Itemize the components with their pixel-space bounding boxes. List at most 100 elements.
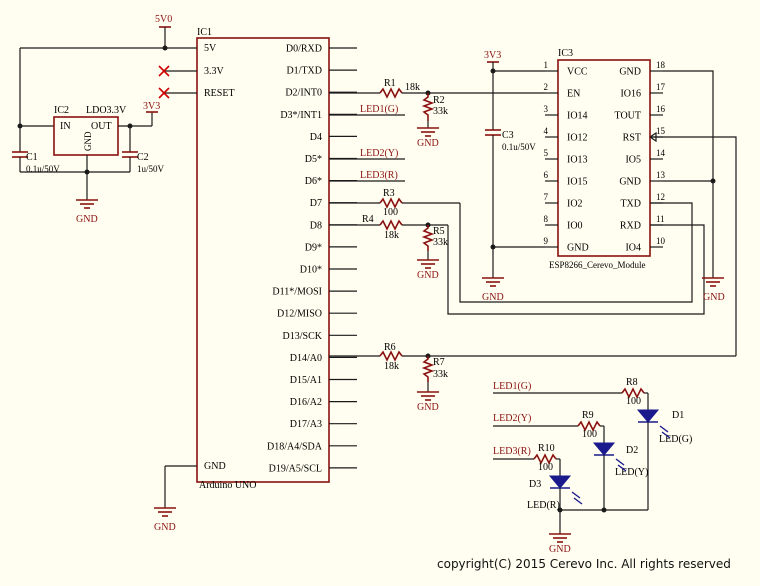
ic2-pin-out: OUT bbox=[91, 121, 112, 132]
ic3-right-pin-4: IO5 bbox=[625, 155, 641, 166]
gnd-symbol-leds bbox=[549, 533, 571, 543]
ic3-right-num-6: 12 bbox=[656, 192, 665, 202]
ic1-ref: IC1 bbox=[197, 27, 212, 38]
net-led2-ic1: LED2(Y) bbox=[360, 148, 398, 159]
c2-value: 1u/50V bbox=[137, 164, 165, 174]
ic3-left-pin-2: IO14 bbox=[567, 111, 588, 122]
r3-ref: R3 bbox=[383, 188, 395, 199]
ic1-pin-14: D14/A0 bbox=[290, 353, 322, 364]
ic3-left-pin-4: IO13 bbox=[567, 155, 588, 166]
gnd-symbol-r2 bbox=[417, 127, 439, 137]
c3-ref: C3 bbox=[502, 130, 514, 141]
ic3-left-num-8: 9 bbox=[544, 236, 549, 246]
power-5v0-label: 5V0 bbox=[155, 14, 172, 25]
net-led2-led: LED2(Y) bbox=[493, 413, 531, 424]
gnd-label-r5: GND bbox=[417, 270, 439, 281]
nc-mark-3v3 bbox=[158, 65, 170, 77]
d1-value: LED(G) bbox=[659, 434, 692, 445]
r10-value: 100 bbox=[538, 462, 553, 473]
ic1-pin-reset: RESET bbox=[204, 88, 235, 99]
ic2-pin-in: IN bbox=[60, 121, 71, 132]
c2-ref: C2 bbox=[137, 152, 149, 163]
ic3-right-pin-3: RST bbox=[623, 133, 641, 144]
ic1-right-pins: D0/RXDD1/TXDD2/INT0D3*/INT1D4D5*D6*D7D8D… bbox=[267, 44, 357, 474]
r8-value: 100 bbox=[626, 396, 641, 407]
gnd-label-r7: GND bbox=[417, 402, 439, 413]
gnd-label-esp-left: GND bbox=[482, 292, 504, 303]
ic3-left-pin-1: EN bbox=[567, 89, 580, 100]
gnd-label-esp-right: GND bbox=[703, 292, 725, 303]
r2-ref: R2 bbox=[433, 95, 445, 106]
ic3-right-num-2: 16 bbox=[656, 104, 666, 114]
ic3-right-pin-5: GND bbox=[619, 177, 641, 188]
ic1-pin-0: D0/RXD bbox=[286, 44, 322, 55]
r2-value: 33k bbox=[433, 106, 448, 117]
ic3-left-num-6: 7 bbox=[544, 192, 549, 202]
resistor-r6 bbox=[379, 350, 403, 362]
ic1-pin-16: D16/A2 bbox=[290, 397, 322, 408]
ic3-left-num-4: 5 bbox=[544, 148, 549, 158]
c1-ref: C1 bbox=[26, 152, 38, 163]
r8-ref: R8 bbox=[626, 377, 638, 388]
ic1-name: Arduino UNO bbox=[199, 480, 257, 491]
gnd-symbol-esp-left bbox=[482, 277, 504, 287]
resistor-r8 bbox=[621, 387, 645, 399]
led-d3 bbox=[548, 475, 572, 489]
net-led1-led: LED1(G) bbox=[493, 381, 531, 392]
ic1-pin-19: D19/A5/SCL bbox=[269, 463, 322, 474]
ic1-pin-6: D6* bbox=[305, 176, 322, 187]
gnd-label-r2: GND bbox=[417, 138, 439, 149]
d2-value: LED(Y) bbox=[615, 467, 648, 478]
r7-ref: R7 bbox=[433, 357, 445, 368]
resistor-r7 bbox=[421, 356, 435, 382]
gnd-symbol-esp-right bbox=[702, 277, 724, 287]
gnd-label-leds: GND bbox=[549, 544, 571, 555]
ic3-left-num-3: 4 bbox=[544, 126, 549, 136]
ic2-ref: IC2 bbox=[54, 105, 69, 116]
net-led3-ic1: LED3(R) bbox=[360, 170, 398, 181]
ic3-right-pin-7: RXD bbox=[620, 221, 641, 232]
ic1-pin-13: D13/SCK bbox=[283, 331, 323, 342]
resistor-r2 bbox=[421, 93, 435, 121]
ic3-left-num-1: 2 bbox=[544, 82, 549, 92]
r9-ref: R9 bbox=[582, 410, 594, 421]
ic1-pin-8: D8 bbox=[310, 220, 322, 231]
ic1-pin-12: D12/MISO bbox=[277, 309, 322, 320]
ic3-left-pin-0: VCC bbox=[567, 67, 588, 78]
ic1-pin-3v3: 3.3V bbox=[204, 66, 225, 77]
ic3-name: ESP8266_Cerevo_Module bbox=[549, 260, 646, 270]
ic1-pin-5: D5* bbox=[305, 154, 322, 165]
ic3-body bbox=[557, 59, 651, 257]
ic3-right-num-1: 17 bbox=[656, 82, 666, 92]
nc-mark-reset bbox=[158, 87, 170, 99]
ic2-pin-gnd: GND bbox=[83, 131, 93, 151]
c1-value: 0.1u/50V bbox=[26, 164, 60, 174]
net-led1-ic1: LED1(G) bbox=[360, 104, 398, 115]
ic3-left-pin-8: GND bbox=[567, 243, 589, 254]
gnd-symbol-r5 bbox=[417, 259, 439, 269]
ic1-pin-3: D3*/INT1 bbox=[280, 110, 322, 121]
ic1-pin-18: D18/A4/SDA bbox=[267, 441, 323, 452]
resistor-r10 bbox=[533, 453, 557, 465]
gnd-label-ldo: GND bbox=[76, 214, 98, 225]
gnd-symbol-ldo bbox=[76, 199, 98, 209]
ic1-body bbox=[196, 37, 330, 483]
ic3-right-num-5: 13 bbox=[656, 170, 666, 180]
ic3-right-num-3: 15 bbox=[656, 126, 666, 136]
power-3v3-esp-label: 3V3 bbox=[484, 50, 501, 61]
ic3-left-pin-5: IO15 bbox=[567, 177, 588, 188]
ic1-pin-17: D17/A3 bbox=[290, 419, 322, 430]
ic1-pin-gnd: GND bbox=[204, 461, 226, 472]
ic3-right-num-7: 11 bbox=[656, 214, 665, 224]
r4-value: 18k bbox=[384, 230, 399, 241]
led-d2 bbox=[592, 442, 616, 456]
power-3v3-ldo-label: 3V3 bbox=[143, 101, 160, 112]
ic3-left-num-5: 6 bbox=[544, 170, 549, 180]
ic3-right-pin-0: GND bbox=[619, 67, 641, 78]
ic1-pin-11: D11*/MOSI bbox=[272, 287, 322, 298]
gnd-symbol-r7 bbox=[417, 391, 439, 401]
ic3-ref: IC3 bbox=[558, 48, 573, 59]
ic3-right-num-0: 18 bbox=[656, 60, 666, 70]
ic1-pin-9: D9* bbox=[305, 242, 322, 253]
